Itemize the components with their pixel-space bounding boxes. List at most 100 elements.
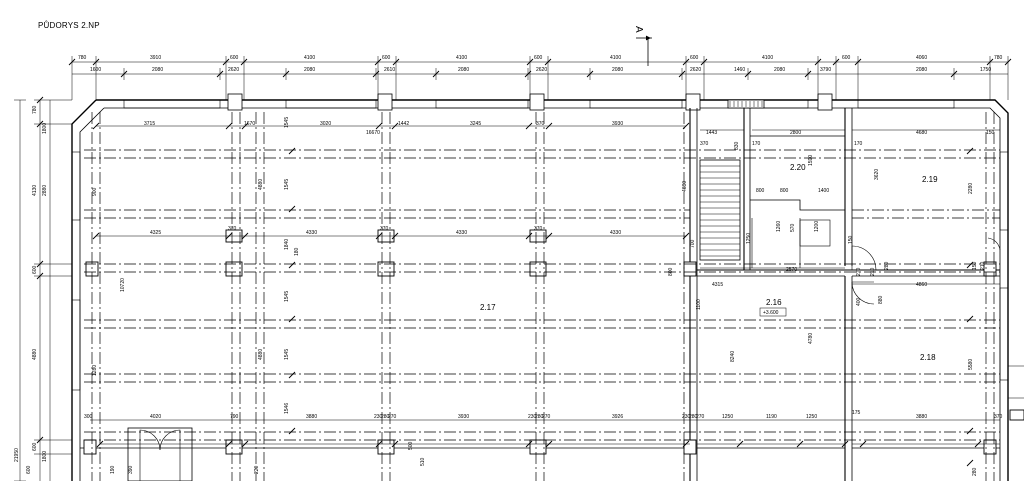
dim-text: 190 <box>110 465 116 474</box>
dim-text: 2570 <box>786 267 797 273</box>
dim-text: 280 <box>689 414 698 420</box>
dim-text: 510 <box>420 457 426 466</box>
dim-text: 150 <box>986 130 995 136</box>
dim-text: 10720 <box>120 278 126 292</box>
dim-text: 220 <box>254 465 260 474</box>
dim-text: 790 <box>230 414 239 420</box>
room-labels: 2.17 2.16 +3.600 2.18 2.19 2.20 <box>480 163 938 362</box>
dim-text: 1280 <box>92 365 98 376</box>
dim-text: 1545 <box>284 117 290 128</box>
interior-walls <box>80 108 1000 481</box>
dim-text: 4020 <box>150 414 161 420</box>
dim-text: 280 <box>972 467 978 476</box>
dim-text: 1750 <box>980 67 991 73</box>
room-label-2-19: 2.19 <box>922 175 938 184</box>
dim-text: 3926 <box>612 414 623 420</box>
dim-text: 370 <box>228 226 237 232</box>
level-marker: +3.600 <box>763 310 779 316</box>
dim-text: 600 <box>32 265 38 274</box>
dim-text: 4880 <box>32 349 38 360</box>
dim-text: 780 <box>994 55 1003 61</box>
top-dimensions-row2: 1600 2080 2620 2080 2610 2080 2620 2080 … <box>90 67 991 73</box>
dim-text: 780 <box>78 55 87 61</box>
dim-text: 370 <box>534 226 543 232</box>
dim-text: 4100 <box>762 55 773 61</box>
dim-text: 280 <box>884 261 890 270</box>
dim-text: 4680 <box>916 130 927 136</box>
dim-text: 1800 <box>42 123 48 134</box>
dim-text: 4330 <box>610 230 621 236</box>
dim-text: 2080 <box>304 67 315 73</box>
dim-text: 4100 <box>456 55 467 61</box>
dim-text: 600 <box>382 55 391 61</box>
dim-text: 1200 <box>814 221 820 232</box>
dim-text: 3880 <box>306 414 317 420</box>
dim-text: 1190 <box>766 414 777 420</box>
dim-text: 1100 <box>696 299 702 310</box>
dim-text: 1260 <box>776 221 782 232</box>
columns <box>83 229 1024 455</box>
dim-text: 270 <box>696 414 705 420</box>
dim-text: 370 <box>536 121 545 127</box>
dim-text: 2620 <box>690 67 701 73</box>
dim-text: 1442 <box>398 121 409 127</box>
room-label-2-20: 2.20 <box>790 163 806 172</box>
dim-text: 3880 <box>916 414 927 420</box>
outer-walls <box>71 93 1009 481</box>
dim-text: 1400 <box>818 188 829 194</box>
dim-text: 4100 <box>610 55 621 61</box>
dim-text: 1250 <box>746 233 752 244</box>
dim-text: 600 <box>842 55 851 61</box>
dim-text: 1670 <box>244 121 255 127</box>
dim-text: 4315 <box>712 282 723 288</box>
dim-text: 2080 <box>612 67 623 73</box>
dim-text: 4330 <box>306 230 317 236</box>
dim-text: 4325 <box>150 230 161 236</box>
section-marker <box>636 35 652 66</box>
dim-text: 700 <box>690 239 696 248</box>
grid-lines <box>84 112 1000 481</box>
dim-text: 230 <box>682 414 691 420</box>
dim-text: 2620 <box>228 67 239 73</box>
dim-text: 370 <box>380 226 389 232</box>
dim-text: 900 <box>92 187 98 196</box>
dim-text: 2080 <box>774 67 785 73</box>
dim-text: 2620 <box>536 67 547 73</box>
doors <box>127 237 1024 481</box>
dim-text: 390 <box>128 465 134 474</box>
dim-text: 5580 <box>968 359 974 370</box>
drawing-title: PŮDORYS 2.NP <box>38 21 100 30</box>
dim-text: 280 <box>535 414 544 420</box>
dim-text: 2800 <box>790 130 801 136</box>
dim-text: 210 <box>980 261 986 270</box>
dim-text: 3790 <box>820 67 831 73</box>
dim-text: 830 <box>734 141 740 150</box>
dim-text: 370 <box>700 141 709 147</box>
room-label-2-16: 2.16 <box>766 298 782 307</box>
dim-text: 4060 <box>916 55 927 61</box>
dim-text: 170 <box>752 141 761 147</box>
dim-text: 4330 <box>456 230 467 236</box>
dim-text: 4100 <box>304 55 315 61</box>
dim-text: 4080 <box>682 181 688 192</box>
section-marker-label: A <box>633 26 644 33</box>
dimension-ticks <box>36 58 1012 467</box>
left-dimensions: 780 4130 600 4880 21950 600 600 1800 288… <box>14 105 126 474</box>
dim-text: 2280 <box>968 183 974 194</box>
dim-text: 500 <box>408 441 414 450</box>
dim-text: 170 <box>854 141 863 147</box>
interior-top-dimensions: 3715 1670 3020 1442 3245 370 3930 1443 2… <box>144 121 995 147</box>
dim-text: 800 <box>756 188 765 194</box>
dim-text: 3910 <box>150 55 161 61</box>
dim-text: 150 <box>972 261 978 270</box>
dim-text: 150 <box>848 235 854 244</box>
dim-text: 1800 <box>42 451 48 462</box>
dim-text: 2080 <box>916 67 927 73</box>
dim-text: 1443 <box>706 130 717 136</box>
dim-text: 3620 <box>874 169 880 180</box>
dim-text: 600 <box>230 55 239 61</box>
room-label-2-18: 2.18 <box>920 353 936 362</box>
dim-text: 3715 <box>144 121 155 127</box>
dim-text: 230 <box>374 414 383 420</box>
dim-text: 175 <box>852 410 861 416</box>
